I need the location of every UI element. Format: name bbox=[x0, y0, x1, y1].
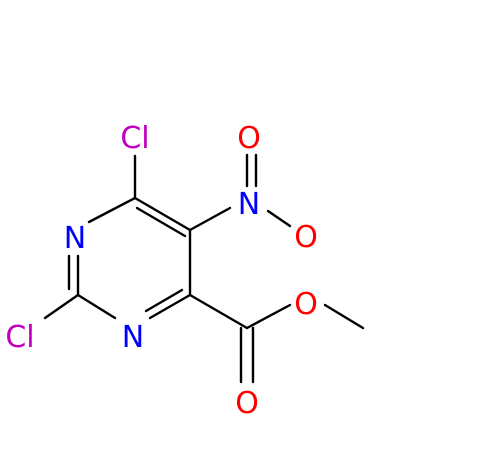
bond-n3-c2 bbox=[76, 293, 117, 320]
bond-c6-c5-single bbox=[133, 196, 192, 232]
bond-c4-n3 bbox=[148, 293, 192, 320]
atom-n-ring-bottom: N bbox=[122, 320, 144, 355]
atom-o-nitro-right: O bbox=[294, 220, 318, 255]
bond-c2-cl bbox=[43, 293, 80, 320]
bond-nitro-o-right bbox=[266, 209, 292, 228]
bond-o-methyl bbox=[323, 303, 365, 330]
bond-c4-c-ester bbox=[188, 293, 249, 330]
bond-c-ester-o-single bbox=[245, 303, 292, 330]
bond-c5-n-nitro bbox=[188, 206, 232, 232]
atom-cl-left: Cl bbox=[5, 320, 34, 355]
atom-o-carbonyl: O bbox=[235, 386, 259, 421]
bonds bbox=[43, 153, 365, 384]
atom-n-nitro: N bbox=[238, 187, 260, 222]
atom-cl-top: Cl bbox=[120, 121, 149, 156]
bond-c6-c5-double bbox=[135, 206, 187, 238]
bond-c6-n1 bbox=[87, 196, 137, 224]
atom-n-ring-left: N bbox=[64, 221, 86, 256]
atom-labels: Cl N Cl N N O O O O bbox=[5, 121, 317, 421]
bond-c4-n3-double bbox=[144, 288, 184, 313]
atom-o-nitro-top: O bbox=[237, 121, 261, 156]
atom-o-ester: O bbox=[294, 287, 318, 322]
